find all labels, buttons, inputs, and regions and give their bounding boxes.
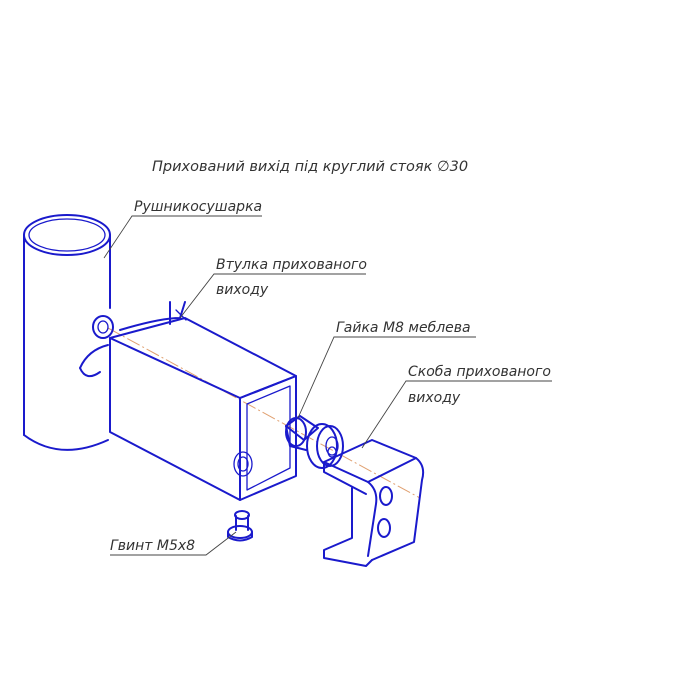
- drawing-title: Прихований вихід під круглий стояк ∅30: [152, 159, 468, 175]
- assembly-axis: [107, 327, 421, 499]
- label-bracket-line2: виходу: [408, 390, 461, 406]
- label-nut: Гайка М8 меблева: [336, 320, 471, 336]
- label-sleeve-line1: Втулка прихованого: [216, 257, 367, 273]
- furniture-nut: [285, 415, 344, 469]
- leader-sleeve: [179, 273, 366, 319]
- leader-nut: [297, 336, 476, 419]
- leader-bracket: [361, 380, 552, 449]
- label-bracket-line1: Скоба прихованого: [408, 364, 551, 380]
- outlet-bracket: [323, 439, 425, 567]
- label-towel-dryer: Рушникосушарка: [134, 199, 262, 215]
- leader-screw: [110, 531, 237, 556]
- leader-towel-dryer: [103, 215, 262, 259]
- towel-dryer-tube: [23, 214, 114, 451]
- outlet-sleeve: [109, 301, 297, 501]
- label-sleeve-line2: виходу: [216, 282, 269, 298]
- screw-m5x8: [227, 510, 253, 542]
- label-screw: Гвинт М5х8: [110, 538, 195, 554]
